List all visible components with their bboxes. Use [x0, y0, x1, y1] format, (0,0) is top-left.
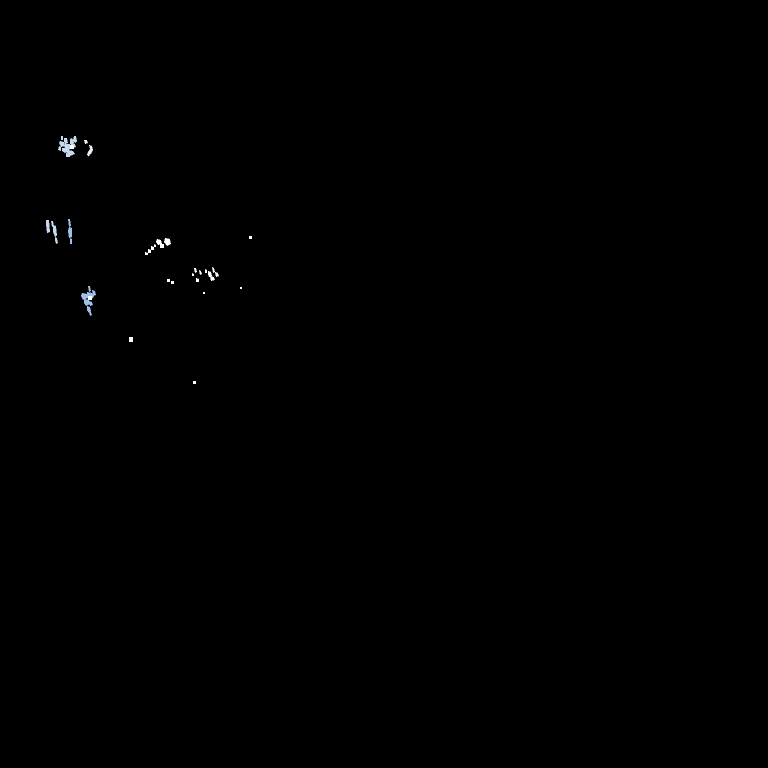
cluster-alpha-satellite: [84, 140, 93, 157]
isolated-dot-ne: [249, 236, 252, 239]
isolated-dot-mid2: [171, 281, 174, 284]
cluster-epsilon-core: [88, 296, 92, 300]
cluster-alpha-core: [70, 145, 74, 149]
isolated-dot-se: [203, 292, 205, 294]
isolated-dot-ss: [193, 381, 196, 384]
cluster-epsilon: [81, 286, 96, 316]
isolated-dot-s: [129, 337, 133, 342]
cluster-delta: [192, 267, 219, 282]
cluster-beta-right: [68, 219, 72, 244]
isolated-dot-mid: [167, 279, 170, 282]
cluster-gamma: [145, 238, 171, 255]
cluster-alpha: [58, 136, 77, 157]
isolated-dot-e: [240, 287, 242, 289]
cluster-gamma-core: [160, 244, 164, 248]
isolated-points-group: [129, 236, 252, 384]
cluster-beta-left: [46, 220, 58, 244]
